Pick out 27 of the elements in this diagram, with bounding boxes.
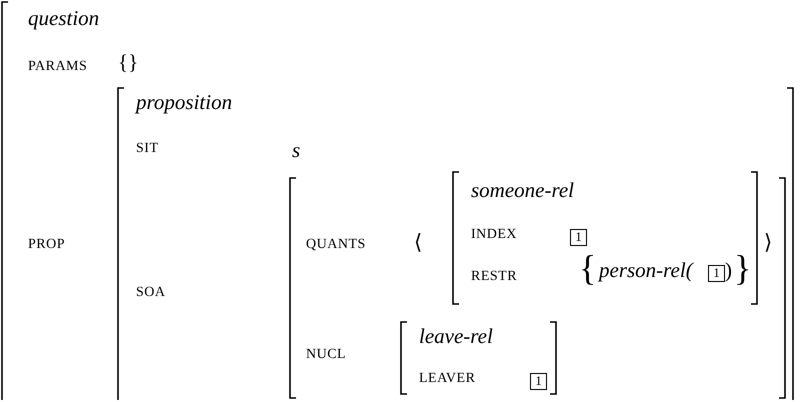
type-label: proposition xyxy=(136,92,232,113)
feature-name: RESTR xyxy=(471,270,518,284)
set-brace: } xyxy=(734,250,752,286)
feature-name: INDEX xyxy=(471,228,518,242)
feature-name: NUCL xyxy=(306,348,346,362)
feature-name: PROP xyxy=(28,238,66,252)
feature-name: LEAVER xyxy=(419,372,476,386)
feature-value: {} xyxy=(118,52,138,73)
feature-value: person-rel( xyxy=(599,260,693,281)
tag-box: 1 xyxy=(570,229,587,246)
feature-value: s xyxy=(292,140,300,161)
feature-name: SOA xyxy=(136,286,166,300)
list-bracket: ⟨ xyxy=(414,232,422,253)
type-label: someone-rel xyxy=(471,180,574,201)
type-label: question xyxy=(28,8,100,29)
feature-matrix xyxy=(401,322,556,394)
feature-name: PARAMS xyxy=(28,60,88,74)
tag-box: 1 xyxy=(708,265,725,282)
feature-matrix xyxy=(453,172,757,304)
feature-matrix xyxy=(118,88,793,400)
set-brace: { xyxy=(579,250,596,286)
tag-box: 1 xyxy=(530,373,547,390)
feature-name: QUANTS xyxy=(306,238,366,252)
feature-name: SIT xyxy=(136,142,158,156)
type-label: leave-rel xyxy=(419,326,493,347)
list-bracket: ⟩ xyxy=(764,232,772,253)
feature-value: ) xyxy=(725,260,732,281)
